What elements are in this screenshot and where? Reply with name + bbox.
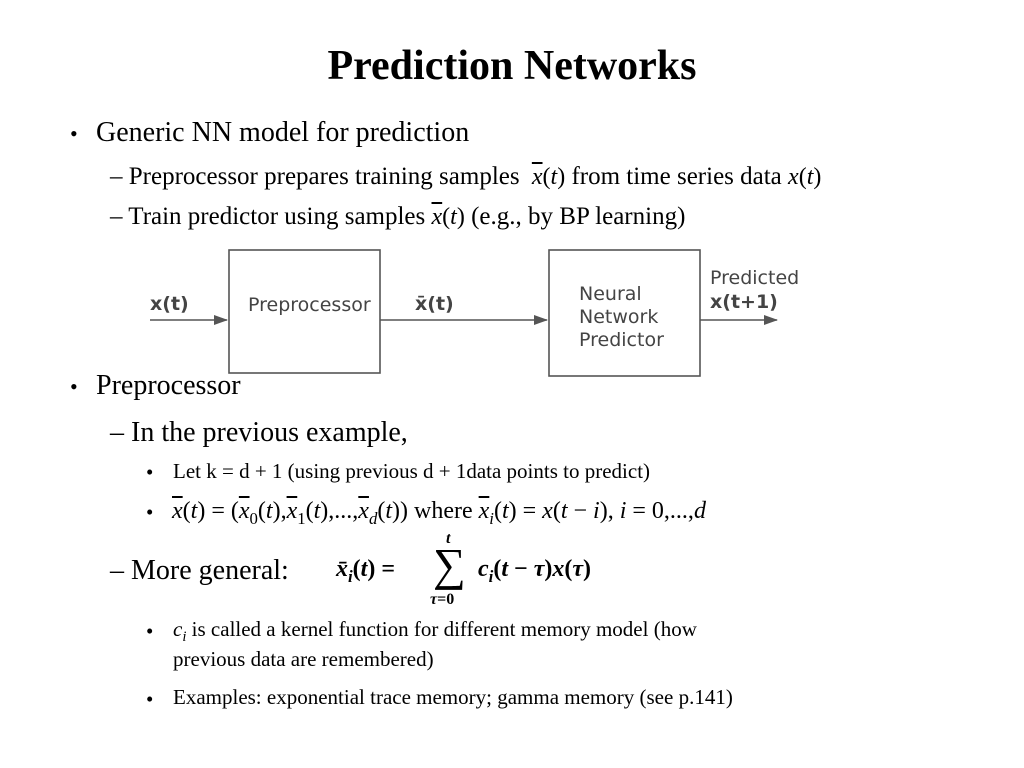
equation-kernel-sum: x̄i(t) = t ∑ τ=0 ci(t − τ)x(τ) [336, 530, 591, 608]
math-xbar-t-1: x(t) [531, 164, 566, 190]
sub-sub-bullet-kernel-text: is called a kernel function for differen… [191, 617, 697, 641]
neural-network-box [548, 249, 701, 377]
sub-bullet-preprocessor-text-a: – Preprocessor prepares training samples [110, 163, 520, 190]
sub-sub-bullet-dot-4: • [146, 687, 154, 711]
sub-bullet-train-text-b: (e.g., by BP learning) [471, 203, 686, 230]
sub-bullet-train: – Train predictor using samples x(t) (e.… [110, 203, 685, 231]
where-word: where [414, 498, 473, 524]
nn-label-line-3: Predictor [579, 329, 664, 351]
sub-bullet-previous-example: – In the previous example, [110, 417, 408, 448]
sub-sub-bullet-kernel-continued: previous data are remembered) [173, 647, 434, 671]
sub-bullet-preprocessor-text-b: from time series data [571, 163, 782, 190]
math-x-t: x(t) [788, 164, 822, 190]
slide-title: Prediction Networks [327, 43, 697, 89]
sub-bullet-preprocessor: – Preprocessor prepares training samples… [110, 163, 821, 191]
sub-sub-bullet-let-k: Let k = d + 1 (using previous d + 1data … [173, 459, 651, 483]
sub-sub-bullet-dot-1: • [146, 460, 154, 484]
bullet-2-text: Preprocessor [96, 370, 241, 401]
middle-label: x̄(t) [415, 293, 454, 315]
sub-sub-bullet-kernel: ci is called a kernel function for diffe… [173, 617, 697, 646]
sub-bullet-train-text-a: – Train predictor using samples [110, 203, 426, 230]
bullet-1-dot: • [70, 121, 78, 146]
output-label-line-2: x(t+1) [710, 291, 778, 313]
sub-bullet-more-general: – More general: [110, 555, 289, 586]
nn-label-line-2: Network [579, 306, 658, 328]
nn-label-line-1: Neural [579, 283, 642, 305]
bullet-2-dot: • [70, 374, 78, 399]
sub-sub-bullet-examples: Examples: exponential trace memory; gamm… [173, 685, 733, 709]
equation-xbar-definition: x(t) = (x0(t),x1(t),...,xd(t)) where xi(… [172, 498, 706, 528]
sub-sub-bullet-dot-3: • [146, 619, 154, 643]
preprocessor-box [228, 249, 381, 374]
preprocessor-label: Preprocessor [248, 294, 371, 316]
input-label: x(t) [150, 293, 189, 315]
sub-sub-bullet-dot-2: • [146, 500, 154, 524]
math-xbar-t-2: x(t) [431, 204, 465, 230]
math-ci: ci [173, 617, 187, 646]
bullet-1-text: Generic NN model for prediction [96, 117, 470, 148]
output-label-line-1: Predicted [710, 267, 799, 289]
